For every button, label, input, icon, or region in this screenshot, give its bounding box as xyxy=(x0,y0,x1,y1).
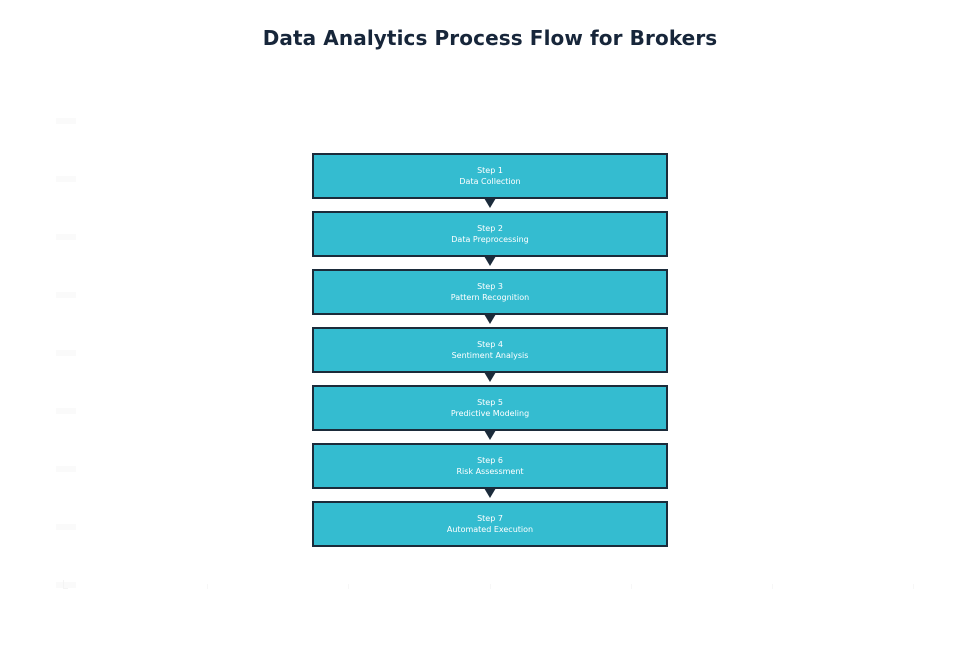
flow-node-label: Automated Execution xyxy=(446,525,534,534)
ghost-axis-tick-y xyxy=(56,234,76,240)
flow-node-step-number: Step 3 xyxy=(477,282,503,291)
flow-node-label: Predictive Modeling xyxy=(450,409,530,418)
ghost-axis-corner xyxy=(63,580,68,589)
flow-node-step-6[interactable]: Step 6 Risk Assessment xyxy=(312,443,668,498)
ghost-axis-tick-x xyxy=(631,584,632,589)
ghost-axis-tick-y xyxy=(56,582,76,588)
flow-node-label: Data Preprocessing xyxy=(451,235,529,244)
flow-node-label: Sentiment Analysis xyxy=(451,351,529,360)
ghost-axis-tick-y xyxy=(56,292,76,298)
flow-node-step-4[interactable]: Step 4 Sentiment Analysis xyxy=(312,327,668,382)
flow-node-label: Risk Assessment xyxy=(456,467,524,476)
flow-node-step-5[interactable]: Step 5 Predictive Modeling xyxy=(312,385,668,440)
down-arrow-icon xyxy=(484,198,496,208)
ghost-axis-tick-y xyxy=(56,176,76,182)
down-arrow-icon xyxy=(484,430,496,440)
flow-node-step-7[interactable]: Step 7 Automated Execution xyxy=(312,501,668,547)
ghost-axis-tick-x xyxy=(772,584,773,589)
flow-node-step-number: Step 7 xyxy=(477,514,503,523)
flow-node-step-1[interactable]: Step 1 Data Collection xyxy=(312,153,668,208)
flow-node-step-number: Step 4 xyxy=(477,340,503,349)
down-arrow-icon xyxy=(484,372,496,382)
ghost-axis-tick-y xyxy=(56,524,76,530)
flow-node-label: Pattern Recognition xyxy=(450,293,530,302)
flow-node-label: Data Collection xyxy=(459,177,521,186)
down-arrow-icon xyxy=(484,314,496,324)
flow-node-step-number: Step 6 xyxy=(477,456,503,465)
ghost-axis-tick-x xyxy=(348,584,349,589)
ghost-axis-tick-x xyxy=(490,584,491,589)
ghost-axis-tick-y xyxy=(56,350,76,356)
ghost-axis-tick-y xyxy=(56,408,76,414)
flow-node-step-3[interactable]: Step 3 Pattern Recognition xyxy=(312,269,668,324)
flow-node-step-number: Step 2 xyxy=(477,224,503,233)
down-arrow-icon xyxy=(484,488,496,498)
ghost-axis-tick-x xyxy=(913,584,914,589)
ghost-axis-tick-x xyxy=(207,584,208,589)
down-arrow-icon xyxy=(484,256,496,266)
flow-node-step-2[interactable]: Step 2 Data Preprocessing xyxy=(312,211,668,266)
process-flow: Step 1 Data Collection Step 2 Data Prepr… xyxy=(312,153,668,547)
ghost-axis-tick-y xyxy=(56,466,76,472)
flow-node-step-number: Step 5 xyxy=(477,398,503,407)
ghost-axis-tick-y xyxy=(56,118,76,124)
flow-node-step-number: Step 1 xyxy=(477,166,503,175)
page-title: Data Analytics Process Flow for Brokers xyxy=(262,26,718,50)
